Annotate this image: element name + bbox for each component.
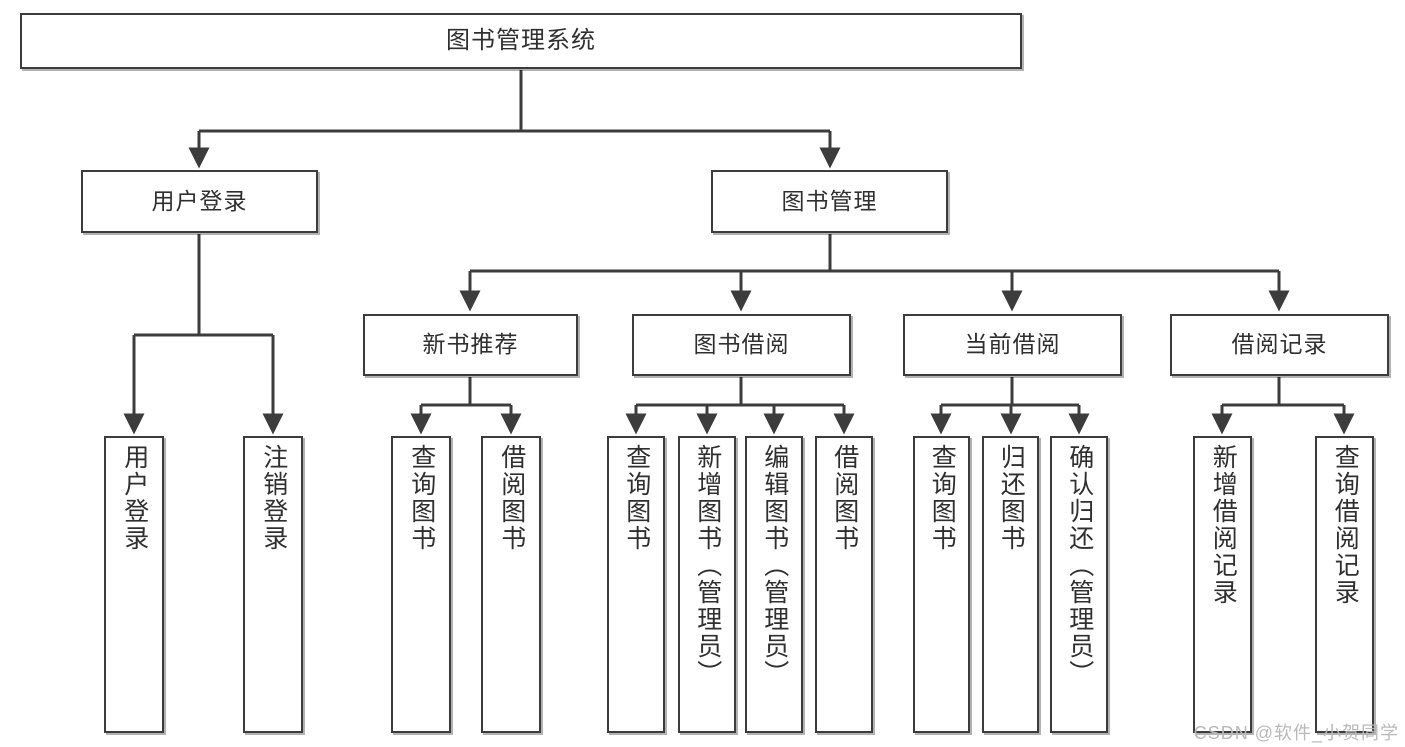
node-label: 新增图书（管理员） bbox=[693, 444, 722, 687]
node-label: 用户登录 bbox=[120, 444, 149, 552]
leaf-user-login-logout[interactable]: 注销登录 bbox=[243, 436, 303, 733]
node-user-login[interactable]: 用户登录 bbox=[81, 170, 318, 233]
node-label: 借阅图书 bbox=[497, 444, 526, 552]
leaf-book-borrow-add[interactable]: 新增图书（管理员） bbox=[678, 436, 736, 733]
leaf-borrow-record-add[interactable]: 新增借阅记录 bbox=[1193, 436, 1252, 733]
node-label: 编辑图书（管理员） bbox=[760, 444, 789, 687]
node-label: 新增借阅记录 bbox=[1209, 444, 1238, 606]
node-label: 借阅图书 bbox=[830, 444, 859, 552]
node-label: 图书管理 bbox=[781, 187, 878, 214]
leaf-current-borrow-return[interactable]: 归还图书 bbox=[982, 436, 1039, 733]
node-label: 用户登录 bbox=[151, 187, 248, 214]
node-label: 借阅记录 bbox=[1231, 331, 1328, 358]
node-label: 注销登录 bbox=[259, 444, 288, 552]
leaf-borrow-record-query[interactable]: 查询借阅记录 bbox=[1315, 436, 1374, 733]
leaf-new-book-query[interactable]: 查询图书 bbox=[391, 436, 451, 733]
node-label: 查询图书 bbox=[622, 444, 651, 552]
node-label: 图书借阅 bbox=[693, 331, 790, 358]
leaf-book-borrow-edit[interactable]: 编辑图书（管理员） bbox=[745, 436, 803, 733]
leaf-book-borrow-borrow[interactable]: 借阅图书 bbox=[815, 436, 873, 733]
node-label: 当前借阅 bbox=[964, 331, 1061, 358]
leaf-book-borrow-query[interactable]: 查询图书 bbox=[607, 436, 665, 733]
node-label: 图书管理系统 bbox=[446, 26, 596, 54]
node-root-system[interactable]: 图书管理系统 bbox=[20, 13, 1022, 69]
node-label: 确认归还（管理员） bbox=[1065, 444, 1094, 687]
node-new-book-recommend[interactable]: 新书推荐 bbox=[363, 314, 578, 376]
node-book-borrow[interactable]: 图书借阅 bbox=[632, 314, 851, 376]
leaf-new-book-borrow[interactable]: 借阅图书 bbox=[481, 436, 541, 733]
node-label: 新书推荐 bbox=[422, 331, 519, 358]
node-current-borrow[interactable]: 当前借阅 bbox=[903, 314, 1122, 376]
leaf-current-borrow-confirm[interactable]: 确认归还（管理员） bbox=[1050, 436, 1108, 733]
node-label: 查询图书 bbox=[928, 444, 957, 552]
leaf-current-borrow-query[interactable]: 查询图书 bbox=[913, 436, 970, 733]
node-borrow-record[interactable]: 借阅记录 bbox=[1170, 314, 1389, 376]
watermark-text: CSDN @软件_小贺同学 bbox=[1193, 723, 1399, 743]
node-label: 查询借阅记录 bbox=[1331, 444, 1360, 606]
node-label: 查询图书 bbox=[407, 444, 436, 552]
node-label: 归还图书 bbox=[997, 444, 1026, 552]
leaf-user-login-login[interactable]: 用户登录 bbox=[104, 436, 164, 733]
node-book-management[interactable]: 图书管理 bbox=[711, 170, 948, 233]
